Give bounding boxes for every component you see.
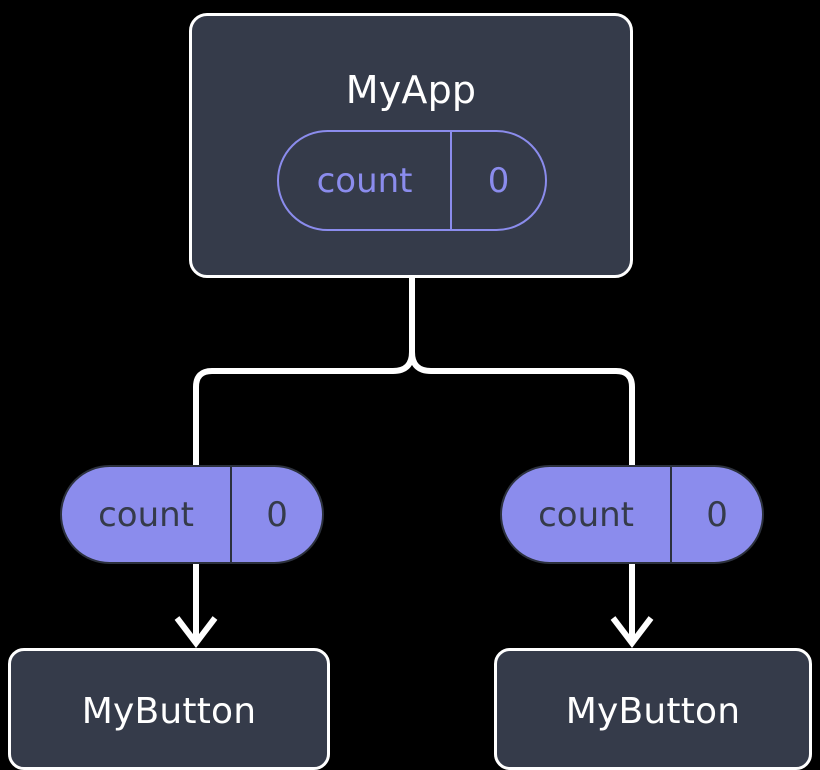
tree-branch-connector [193, 274, 415, 469]
component-node-mybutton-left[interactable]: MyButton [8, 648, 330, 770]
mybutton-title-right: MyButton [565, 691, 741, 732]
state-pill-myapp-count[interactable]: count 0 [277, 130, 547, 231]
state-pill-value: 0 [450, 132, 545, 229]
prop-pill-key: count [98, 494, 195, 535]
prop-pill-value: 0 [230, 467, 322, 562]
myapp-title: MyApp [345, 68, 477, 112]
left-prop-arrow-head [174, 616, 218, 648]
prop-pill-key: count [538, 494, 635, 535]
prop-pill-left-count[interactable]: count 0 [60, 465, 324, 564]
component-node-mybutton-right[interactable]: MyButton [494, 648, 812, 770]
prop-pill-right-count[interactable]: count 0 [500, 465, 764, 564]
prop-pill-value: 0 [670, 467, 762, 562]
tree-branch-connector-right [409, 349, 635, 469]
mybutton-title-left: MyButton [81, 691, 257, 732]
component-node-myapp[interactable]: MyApp [189, 13, 633, 278]
right-prop-arrow-head [610, 616, 654, 648]
state-pill-key: count [316, 160, 413, 201]
